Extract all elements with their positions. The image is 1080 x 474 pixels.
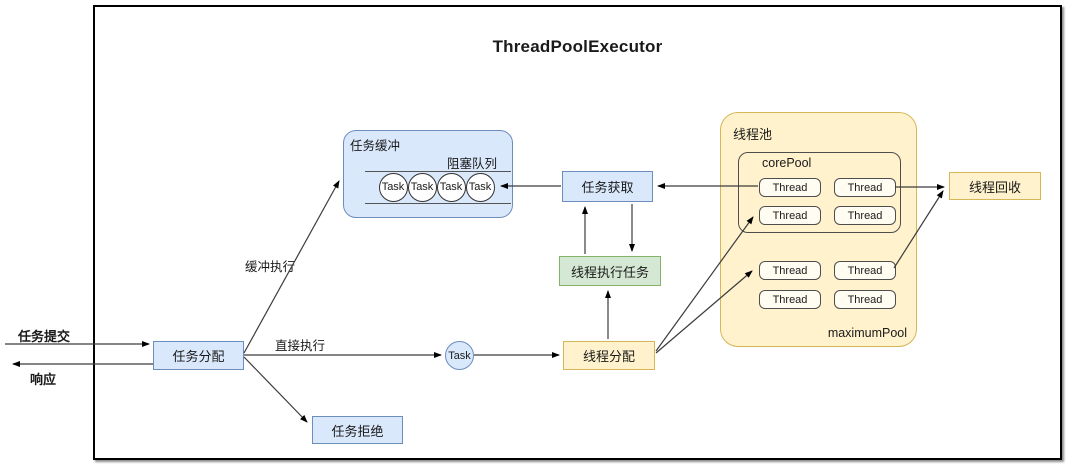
edge-label-direct-exec: 直接执行 xyxy=(275,339,326,353)
node-task-fetch: 任务获取 xyxy=(562,171,653,202)
core-thread-box: Thread xyxy=(759,206,821,225)
task-buffer-label: 任务缓冲 xyxy=(350,139,401,153)
thread-pool-container: 线程池 corePool Thread Thread Thread Thread… xyxy=(720,112,917,347)
queue-line-top xyxy=(365,171,511,172)
core-pool-label: corePool xyxy=(762,156,812,170)
task-circle: Task xyxy=(445,341,474,370)
max-thread-box: Thread xyxy=(759,290,821,309)
blocking-queue-label: 阻塞队列 xyxy=(446,157,497,171)
node-task-buffer: 任务缓冲 阻塞队列 Task Task Task Task xyxy=(343,130,513,218)
node-task-dispatch: 任务分配 xyxy=(153,341,244,370)
maximum-pool-label: maximumPool xyxy=(827,326,907,340)
max-thread-box: Thread xyxy=(834,261,896,280)
core-thread-box: Thread xyxy=(834,178,896,197)
core-thread-box: Thread xyxy=(759,178,821,197)
max-thread-box: Thread xyxy=(834,290,896,309)
thread-pool-label: 线程池 xyxy=(733,127,773,142)
node-thread-dispatch: 线程分配 xyxy=(563,341,655,370)
response-label: 响应 xyxy=(30,372,57,387)
queued-task-circle: Task xyxy=(378,172,408,202)
task-submit-label: 任务提交 xyxy=(18,329,71,344)
queued-task-circle: Task xyxy=(407,172,437,202)
diagram-title: ThreadPoolExecutor xyxy=(492,37,663,56)
queued-task-circle: Task xyxy=(465,172,495,202)
queue-line-bottom xyxy=(365,203,511,204)
node-task-reject: 任务拒绝 xyxy=(312,416,403,444)
queued-task-circle: Task xyxy=(436,172,466,202)
node-thread-recycle: 线程回收 xyxy=(949,172,1041,200)
core-thread-box: Thread xyxy=(834,206,896,225)
node-thread-exec-task: 线程执行任务 xyxy=(559,256,661,286)
edge-label-buffered-exec: 缓冲执行 xyxy=(245,260,296,274)
max-thread-box: Thread xyxy=(759,261,821,280)
